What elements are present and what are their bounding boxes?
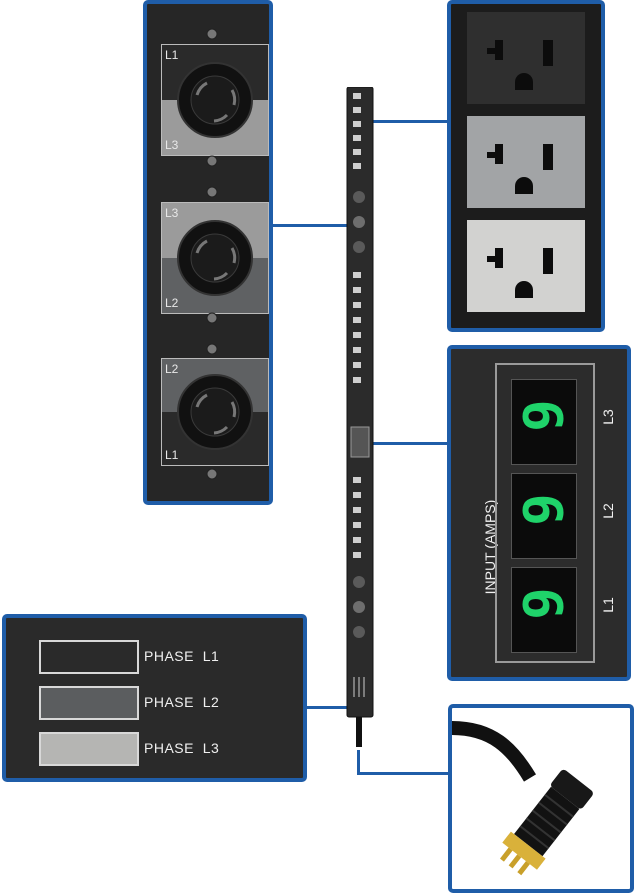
outlet-3-bottom-label: L1 xyxy=(165,448,179,462)
twist-lock-icon xyxy=(177,220,253,296)
twist-lock-outlet-3: L2 L1 xyxy=(161,358,269,466)
connector-line-cord-h xyxy=(357,772,450,775)
twist-lock-outlet-2: L3 L2 xyxy=(161,202,269,314)
phase-swatch-l3 xyxy=(39,732,139,766)
screws-graphic xyxy=(206,28,218,480)
amps-digit-display-l1: 9 xyxy=(511,567,577,653)
twist-lock-icon xyxy=(177,374,253,450)
amps-digit-display-l3: 9 xyxy=(511,379,577,465)
pdu-strip-graphic xyxy=(346,87,374,747)
connector-line-receptacle xyxy=(372,120,450,123)
phase-label-l1: L1 xyxy=(600,597,616,613)
amps-digit-display-l2: 9 xyxy=(511,473,577,559)
phase-legend-panel: PHASE L1 PHASE L2 PHASE L3 xyxy=(2,614,307,782)
receptacle-panel xyxy=(447,0,605,332)
connector-line-twist-lock xyxy=(270,224,352,227)
phase-label-l3: L3 xyxy=(600,409,616,425)
phase-swatch-l2 xyxy=(39,686,139,720)
connector-line-cord-v xyxy=(357,750,360,774)
phase-legend-label-l3: PHASE L3 xyxy=(144,740,220,756)
amps-digit: 9 xyxy=(512,587,576,620)
receptacle-3 xyxy=(467,220,585,312)
receptacle-icon xyxy=(487,248,553,298)
phase-swatch-l1 xyxy=(39,640,139,674)
outlet-3-top-label: L2 xyxy=(165,362,179,376)
phase-label-l2: L2 xyxy=(600,503,616,519)
receptacle-2 xyxy=(467,116,585,208)
display-frame xyxy=(495,363,595,663)
amps-digit: 9 xyxy=(512,399,576,432)
receptacle-icon xyxy=(487,144,553,194)
twist-lock-icon xyxy=(177,62,253,138)
connector-line-legend xyxy=(305,706,357,709)
pdu-strip xyxy=(345,87,375,747)
outlet-1-bottom-label: L3 xyxy=(165,138,179,152)
amps-digit: 9 xyxy=(512,493,576,526)
receptacle-1 xyxy=(467,12,585,104)
twist-lock-outlet-1: L1 L3 xyxy=(161,44,269,156)
outlet-1-top-label: L1 xyxy=(165,48,179,62)
power-cord-plug-icon xyxy=(452,721,593,876)
connector-line-display xyxy=(372,442,450,445)
outlet-2-top-label: L3 xyxy=(165,206,179,220)
phase-legend-label-l1: PHASE L1 xyxy=(144,648,220,664)
receptacle-icon xyxy=(487,40,553,90)
phase-legend-label-l2: PHASE L2 xyxy=(144,694,220,710)
twist-lock-outlet-panel: L1 L3 L3 L2 L2 L1 xyxy=(143,0,273,505)
outlet-2-bottom-label: L2 xyxy=(165,296,179,310)
power-cord-panel xyxy=(448,704,634,893)
